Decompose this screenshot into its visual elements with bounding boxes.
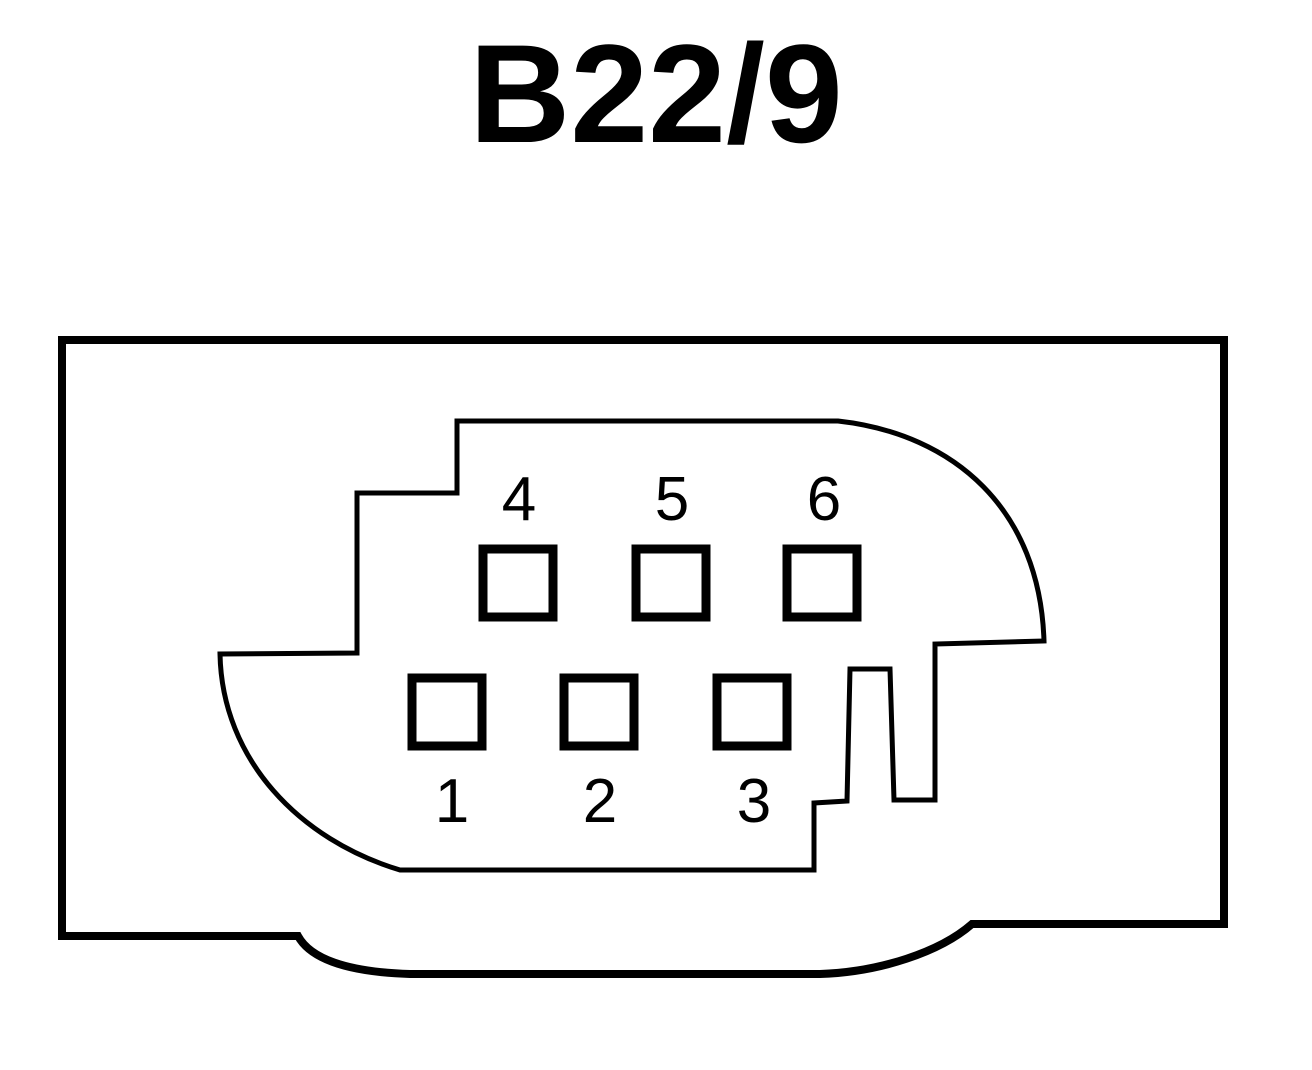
pin-2-label: 2 <box>583 767 617 836</box>
pin-3-label: 3 <box>737 767 771 836</box>
pin-6-terminal <box>782 544 862 622</box>
pin-4-label: 4 <box>502 465 536 534</box>
pin-3-terminal <box>712 673 792 751</box>
pin-1-label: 1 <box>435 767 469 836</box>
diagram-title: B22/9 <box>469 15 843 172</box>
pin-6-label: 6 <box>807 465 841 534</box>
pin-2-terminal <box>559 673 639 751</box>
pin-5-terminal <box>631 544 711 622</box>
pin-5-label: 5 <box>655 465 689 534</box>
pin-row-top <box>478 544 862 622</box>
pin-row-bottom <box>407 673 792 751</box>
pin-1-terminal <box>407 673 487 751</box>
connector-housing-outline <box>58 336 1228 978</box>
pin-cavity-outline <box>217 418 1047 873</box>
pin-4-terminal <box>478 544 558 622</box>
